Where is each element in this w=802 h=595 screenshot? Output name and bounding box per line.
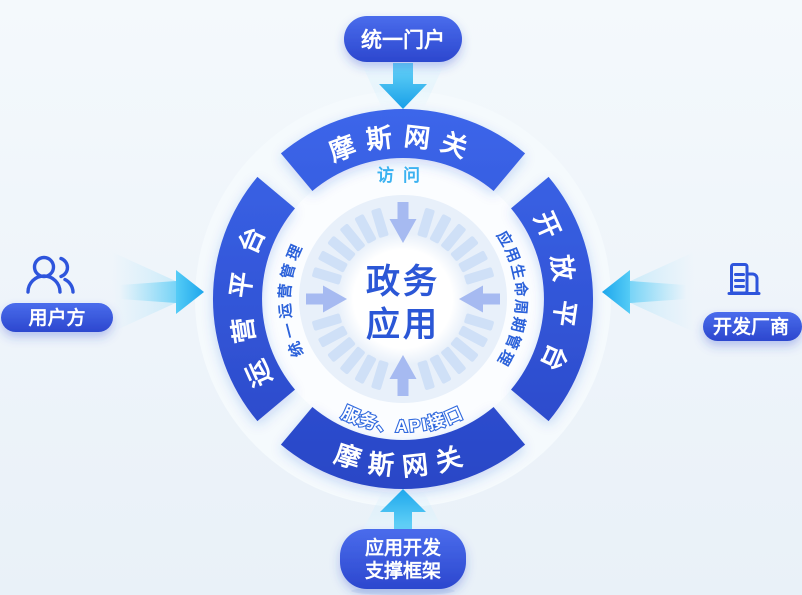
unified-portal-pill: 统一门户 xyxy=(344,16,462,62)
unified-portal-label: 统一门户 xyxy=(361,28,445,52)
ring-segment xyxy=(464,313,494,331)
ring-segment xyxy=(429,354,452,384)
center-title-line1: 政务 xyxy=(366,263,440,301)
ring-segment xyxy=(327,236,356,261)
user-side-group: 用户方 xyxy=(1,255,113,332)
ring-segment xyxy=(429,214,452,244)
inward-arrow-icon xyxy=(389,355,417,396)
segment-ring xyxy=(312,208,494,390)
top-arc-sublabel: 访问 xyxy=(377,165,429,185)
arrow-left-icon xyxy=(602,270,630,314)
users-icon xyxy=(26,255,75,294)
pill-background xyxy=(344,16,462,62)
center-title-line2: 应用 xyxy=(366,306,440,344)
building-icon xyxy=(727,263,761,295)
ring-segment xyxy=(417,208,435,238)
wheel-core: 政务 应用 xyxy=(262,158,544,440)
ring-segment xyxy=(450,337,479,362)
arc-bands xyxy=(212,108,594,490)
developer-vendor-group: 开发厂商 xyxy=(703,263,802,341)
inward-arrow-icon xyxy=(459,285,500,313)
ring-segment xyxy=(340,223,365,252)
ring-segment xyxy=(340,346,365,375)
right-arrow-trail xyxy=(630,281,686,303)
arrow-down-icon xyxy=(379,63,427,109)
ring-segment xyxy=(371,360,389,390)
ring-segment xyxy=(354,214,377,244)
pill-background xyxy=(703,312,802,341)
ring-segment xyxy=(441,223,466,252)
ring-segment xyxy=(441,346,466,375)
ring-segment xyxy=(458,250,488,273)
user-side-label: 用户方 xyxy=(28,306,85,329)
dev-framework-pill: 应用开发 支撑框架 xyxy=(340,529,466,595)
ring-segment xyxy=(318,250,348,273)
dev-framework-line2: 支撑框架 xyxy=(364,559,441,582)
arrow-right-icon xyxy=(176,270,204,314)
arrow-up-icon xyxy=(380,489,426,531)
inward-arrow-icon xyxy=(306,285,347,313)
top-arc-band xyxy=(280,108,526,191)
center-glow xyxy=(337,233,469,365)
left-arc-band xyxy=(212,176,295,422)
ring-segment xyxy=(354,354,377,384)
ring-segment xyxy=(464,267,494,285)
pill-background xyxy=(1,303,113,332)
inward-arrows-icon xyxy=(306,202,500,396)
ring-segment xyxy=(327,337,356,362)
bottom-arc-band xyxy=(280,407,526,490)
dev-framework-line1: 应用开发 xyxy=(365,536,442,559)
pill-background xyxy=(340,529,466,589)
ring-segment xyxy=(312,313,342,331)
ring-segment xyxy=(458,325,488,348)
ring-segment xyxy=(371,208,389,238)
developer-vendor-label: 开发厂商 xyxy=(713,315,789,338)
right-arc-band xyxy=(511,176,594,422)
inward-arrow-icon xyxy=(389,202,417,243)
ring-segment xyxy=(318,325,348,348)
ring-segment xyxy=(312,267,342,285)
left-arrow-trail xyxy=(120,281,176,303)
ring-segment xyxy=(450,236,479,261)
ring-segment xyxy=(417,360,435,390)
connector-arrows xyxy=(120,63,686,531)
